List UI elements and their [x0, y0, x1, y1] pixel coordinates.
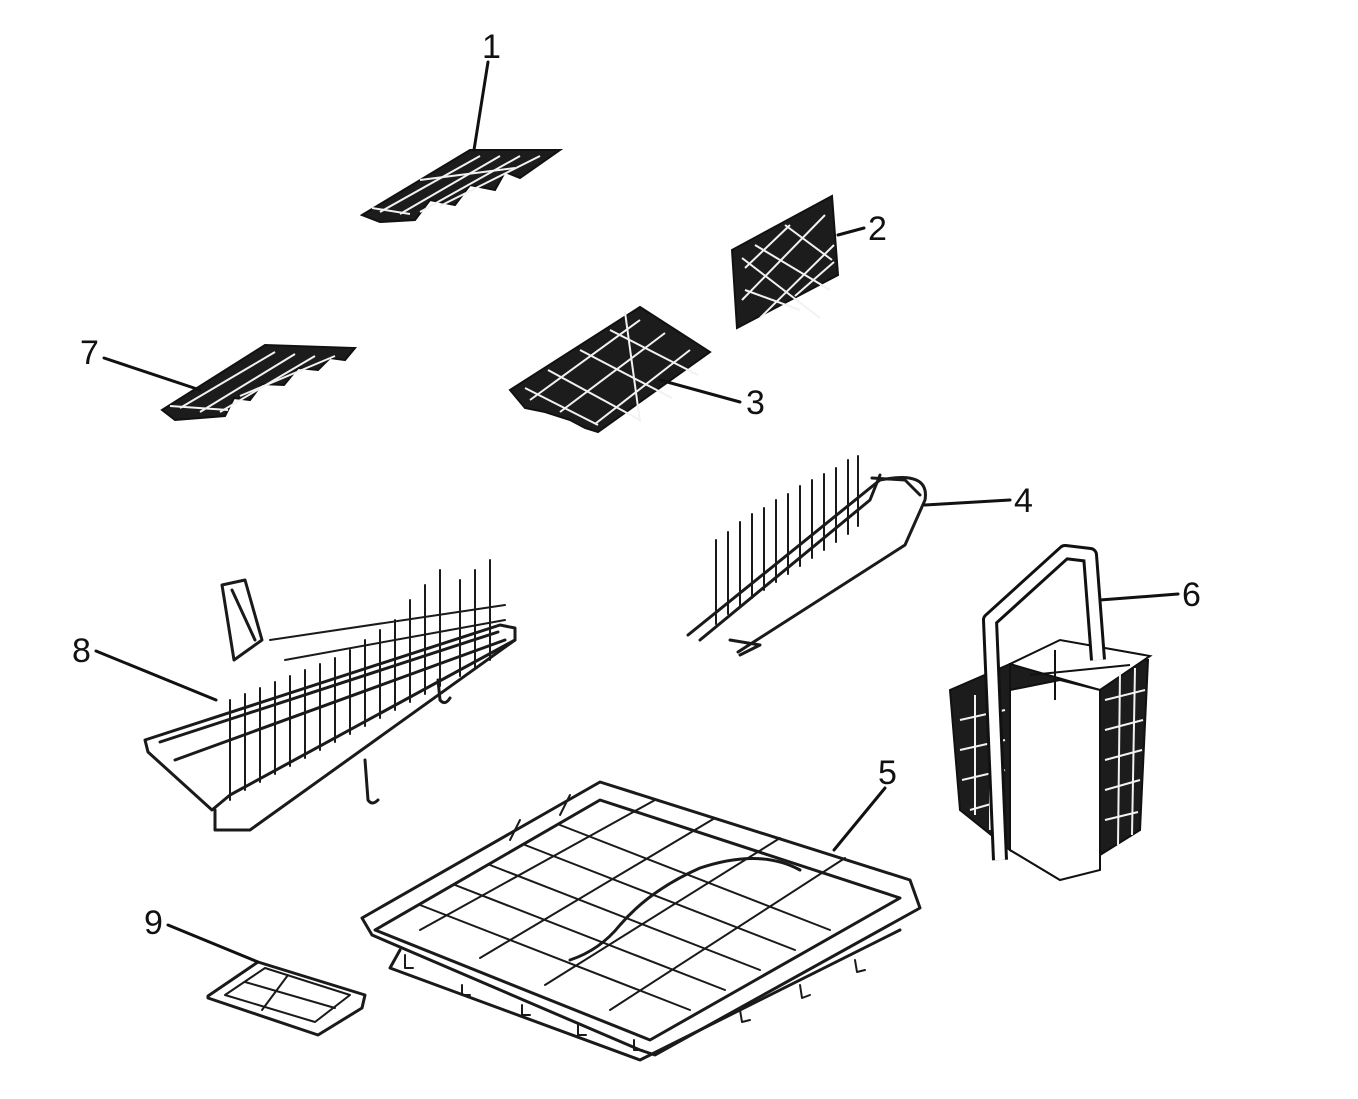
callout-4: 4: [1014, 482, 1033, 520]
part-2-lattice-panel: 2: [730, 194, 887, 330]
callout-1: 1: [482, 28, 501, 66]
callout-2: 2: [868, 210, 887, 248]
callout-9: 9: [144, 904, 163, 942]
part-6-cutlery-basket: 6: [948, 544, 1201, 882]
part-8-flip-up-rack: 8: [72, 559, 517, 832]
callout-5: 5: [878, 754, 897, 792]
part-3-lattice-insert: 3: [508, 305, 765, 434]
callout-6: 6: [1182, 576, 1201, 614]
callout-7: 7: [80, 334, 99, 372]
part-5-lower-basket: 5: [360, 754, 922, 1062]
part-4-tine-rack: 4: [686, 455, 1033, 657]
callout-3: 3: [746, 384, 765, 422]
part-9-wire-grid: 9: [144, 904, 367, 1037]
callout-8: 8: [72, 632, 91, 670]
part-7-grille-shelf: 7: [80, 334, 358, 422]
part-1-grille-shelf: 1: [359, 28, 564, 224]
